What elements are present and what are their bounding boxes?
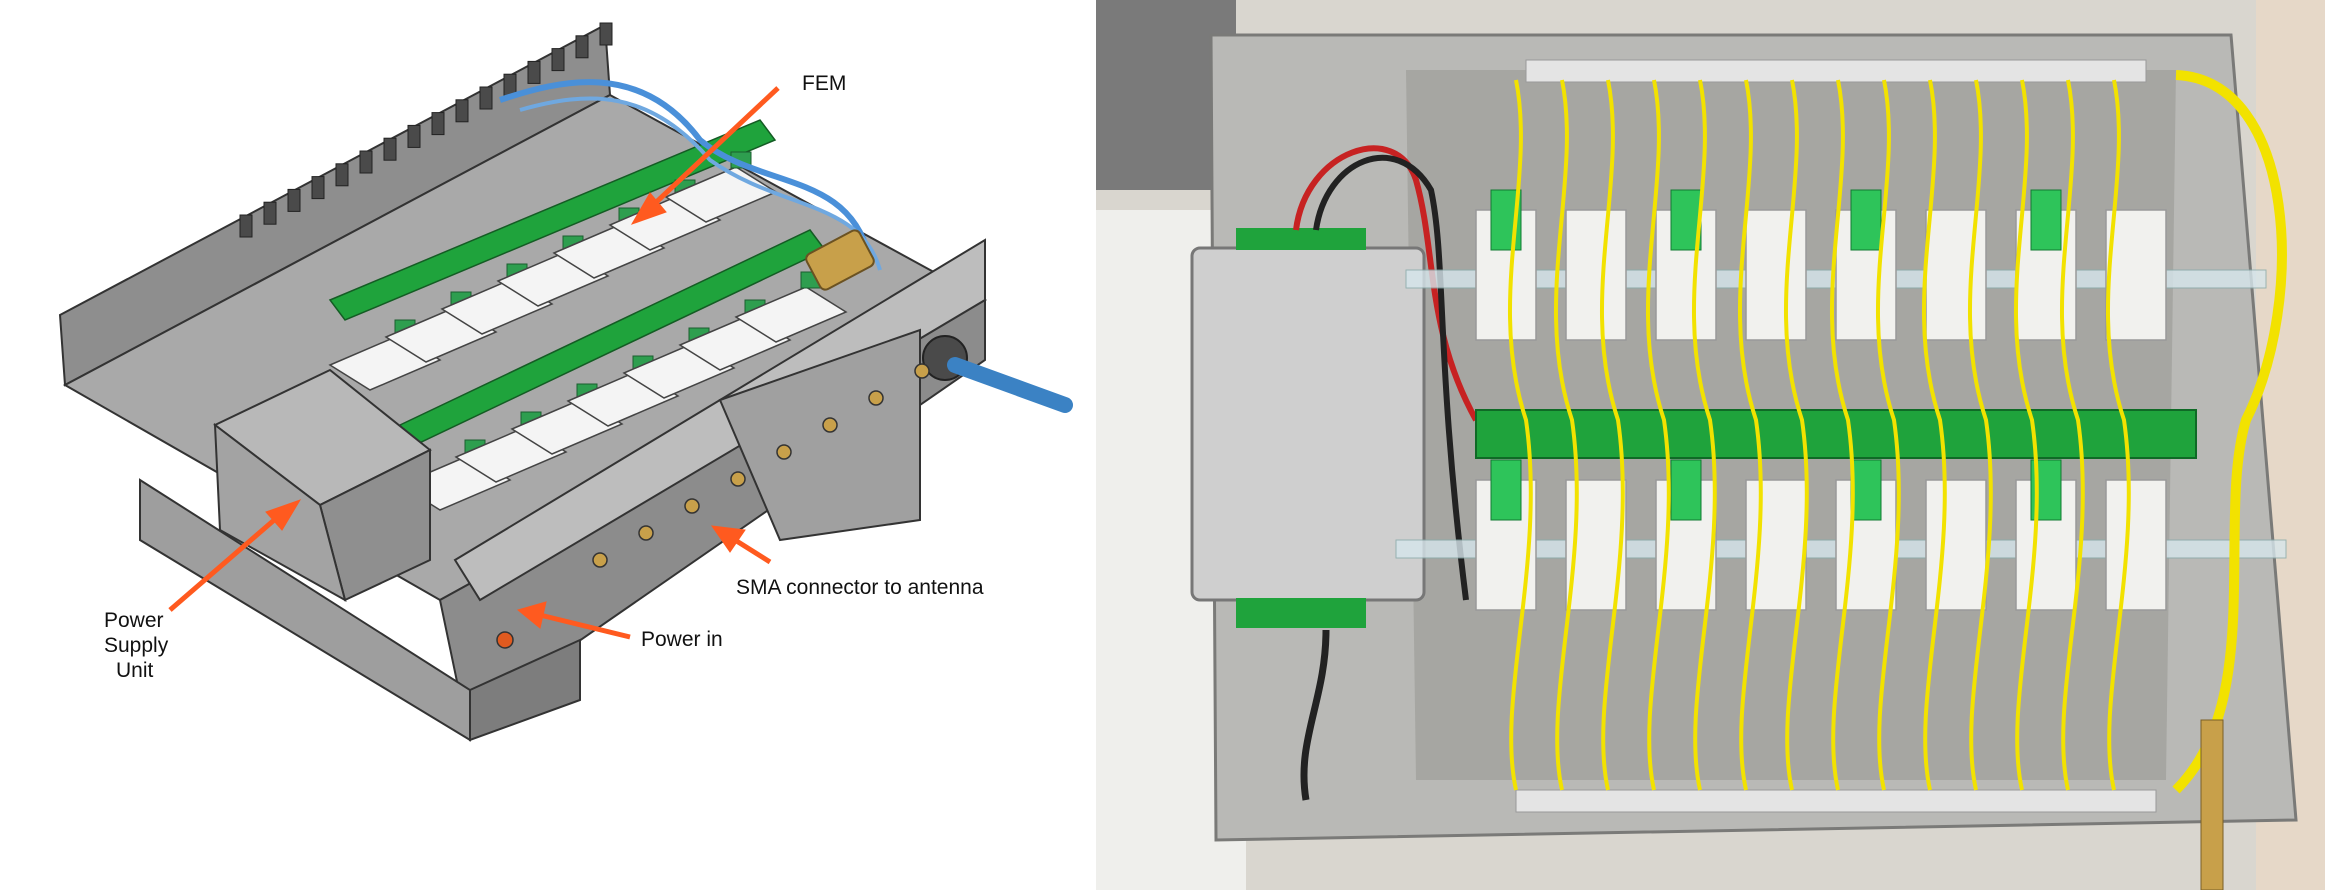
sma-connector-icon (868, 390, 884, 406)
photo-fem-module (1745, 479, 1807, 611)
back-sma-connector (575, 35, 589, 59)
power-in-label: Power in (641, 628, 723, 651)
yellow-fiber (1967, 79, 1993, 791)
photo-lc-connector (1850, 459, 1882, 521)
back-sma-connector (431, 112, 445, 136)
cad-diagram: FEM Power Supply Unit Power in SMA conne… (58, 22, 1073, 742)
sma-connector-icon (592, 363, 930, 568)
yellow-fiber-bundle (1507, 79, 2131, 791)
photo-lc-connector (1670, 459, 1702, 521)
psu-enclosure-icon (1190, 246, 1426, 602)
chassis-side-tray (718, 328, 921, 542)
yellow-fiber (1599, 79, 1625, 791)
sma-arrowhead (710, 525, 746, 553)
yellow-fiber (1875, 79, 1901, 791)
yellow-fiber (1737, 79, 1763, 791)
photo-fem-module (1655, 209, 1717, 341)
psu-pcb-top (1236, 228, 1366, 250)
back-sma-connector (407, 124, 421, 148)
back-sma-connector (263, 201, 277, 225)
back-sma-connector (527, 60, 541, 84)
photo-fem-module (2105, 209, 2167, 341)
brass-cylinder-icon (805, 229, 875, 291)
sma-arrow (733, 537, 772, 565)
yellow-fiber (1691, 79, 1717, 791)
photo-fem-modules (1475, 189, 2167, 611)
back-sma-connector (311, 176, 325, 200)
psu-arrow (168, 513, 282, 612)
psu-label-line3: Unit (116, 659, 154, 682)
photo-fem-module (1745, 209, 1807, 341)
sma-connector-icon (914, 363, 930, 379)
fem-module-group (328, 151, 848, 511)
back-sma-connector (479, 86, 493, 110)
bottom-cable-comb (1515, 789, 2157, 813)
brass-gland-icon (2200, 719, 2224, 890)
photo-fem-module (2105, 479, 2167, 611)
photo-lc-connector (2030, 189, 2062, 251)
back-sma-connector (287, 188, 301, 212)
blue-cable-2 (519, 96, 882, 271)
fem-module-icon (734, 286, 848, 343)
yellow-fiber (2013, 79, 2039, 791)
photo-lc-connector (1490, 459, 1522, 521)
sma-connector-icon (730, 471, 746, 487)
yellow-fiber (1645, 79, 1671, 791)
back-sma-connector (455, 99, 469, 123)
fem-arrow (648, 86, 780, 210)
annotation-arrows (168, 86, 780, 640)
chassis-bottom-tray (469, 638, 581, 742)
sma-label: SMA connector to antenna (736, 576, 984, 599)
yellow-fiber (1829, 79, 1855, 791)
power-in-cable (1300, 629, 1330, 801)
back-sma-connector (359, 150, 373, 174)
psu-label-line1: Power (104, 609, 164, 632)
sma-connector-icon (776, 444, 792, 460)
yellow-fiber (1553, 79, 1579, 791)
photo-fem-module (1925, 479, 1987, 611)
yellow-fiber (2059, 79, 2085, 791)
pcb-strip-upper (328, 119, 777, 321)
power-in-arrow (539, 612, 631, 640)
chassis-front-flange (453, 238, 986, 602)
distribution-pcb (1475, 409, 2197, 459)
photo-fem-module (1565, 209, 1627, 341)
sma-connector-icon (822, 417, 838, 433)
power-in-connector-icon (496, 631, 514, 649)
psu-arrowhead (265, 499, 302, 531)
back-sma-connector (551, 48, 565, 72)
yellow-fiber (2105, 79, 2131, 791)
sma-connector-icon (592, 552, 608, 568)
sma-connector-icon (684, 498, 700, 514)
fem-label: FEM (802, 72, 846, 95)
back-sma-connector (383, 137, 397, 161)
top-cable-comb (1525, 59, 2147, 83)
back-sma-connector (239, 214, 253, 238)
blue-cable-out (947, 357, 1073, 413)
psu-label-line2: Supply (104, 634, 169, 657)
fem-arrowhead (630, 192, 667, 225)
back-connector-row (239, 22, 613, 238)
psu-pcb-bottom (1236, 598, 1366, 628)
power-in-arrowhead (516, 601, 547, 629)
yellow-fiber (1507, 79, 1533, 791)
yellow-fiber (1783, 79, 1809, 791)
hardware-photo (1096, 0, 2325, 890)
psu-cable-black (1313, 155, 1469, 601)
photo-lc-connector (1850, 189, 1882, 251)
fiber-loop-right (2172, 70, 2287, 794)
photo-fem-module (1925, 209, 1987, 341)
sma-connector-icon (638, 525, 654, 541)
back-sma-connector (335, 163, 349, 187)
back-sma-connector (599, 22, 613, 46)
yellow-fiber (1921, 79, 1947, 791)
blue-cable (499, 79, 873, 261)
